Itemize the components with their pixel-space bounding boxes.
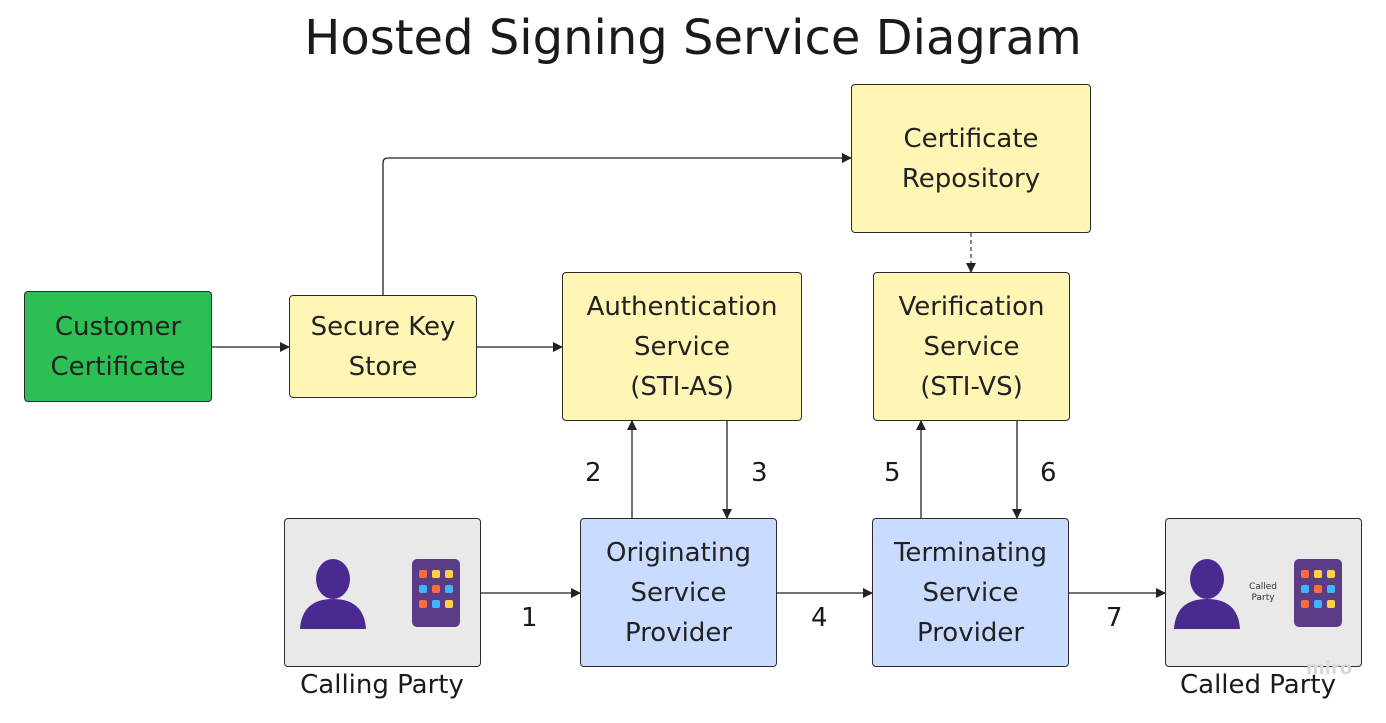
diagram-title: Hosted Signing Service Diagram: [304, 10, 1082, 66]
step-number-3: 3: [751, 458, 768, 488]
step-number-6: 6: [1040, 458, 1057, 488]
small-label-line: Called: [1248, 582, 1278, 592]
step-number-1: 1: [521, 603, 538, 633]
node-label-line: Service: [633, 331, 731, 362]
terminating-service-provider-node[interactable]: Terminating Service Provider: [872, 518, 1069, 667]
called-party-caption: Called Party: [1179, 670, 1336, 700]
node-label-line: Store: [348, 351, 418, 382]
node-label-line: Authentication: [586, 291, 778, 322]
node-label-line: Service: [922, 577, 1019, 608]
node-label-line: Certificate: [903, 123, 1039, 154]
node-label-line: Service: [923, 331, 1020, 362]
node-label-line: Terminating: [893, 537, 1048, 568]
person-icon: [1174, 559, 1240, 629]
node-label-line: Verification: [898, 291, 1045, 322]
originating-service-provider-node[interactable]: Originating Service Provider: [580, 518, 777, 667]
verification-service-node[interactable]: Verification Service (STI-VS): [873, 272, 1070, 421]
node-label-line: Originating: [606, 537, 751, 568]
node-label-line: Secure Key: [310, 311, 456, 342]
phone-app-grid-icon: [412, 559, 460, 627]
authentication-service-node[interactable]: Authentication Service (STI-AS): [562, 272, 802, 421]
node-label-line: (STI-VS): [920, 371, 1023, 402]
customer-certificate-node[interactable]: Customer Certificate: [24, 291, 212, 402]
arrow-keystore-to-repository: [382, 153, 852, 295]
node-label-line: Provider: [624, 617, 733, 648]
miro-watermark: miro: [1306, 658, 1353, 679]
step-number-4: 4: [811, 603, 828, 633]
step-number-7: 7: [1106, 603, 1123, 633]
small-label-line: Party: [1251, 593, 1275, 603]
step-number-5: 5: [884, 458, 901, 488]
node-label-line: Provider: [916, 617, 1025, 648]
certificate-repository-node[interactable]: Certificate Repository: [851, 84, 1091, 233]
step-number-2: 2: [585, 458, 602, 488]
person-icon: [300, 559, 366, 629]
calling-party-caption: Calling Party: [300, 670, 464, 700]
node-label-line: Repository: [901, 163, 1041, 194]
node-label-line: (STI-AS): [630, 371, 734, 402]
secure-key-store-node[interactable]: Secure Key Store: [289, 295, 477, 398]
node-label-line: Service: [630, 577, 727, 608]
node-label-line: Certificate: [50, 351, 186, 382]
node-label-line: Customer: [54, 311, 182, 342]
called-party-small-label: Called Party: [1244, 582, 1282, 604]
phone-app-grid-icon: [1294, 559, 1342, 627]
